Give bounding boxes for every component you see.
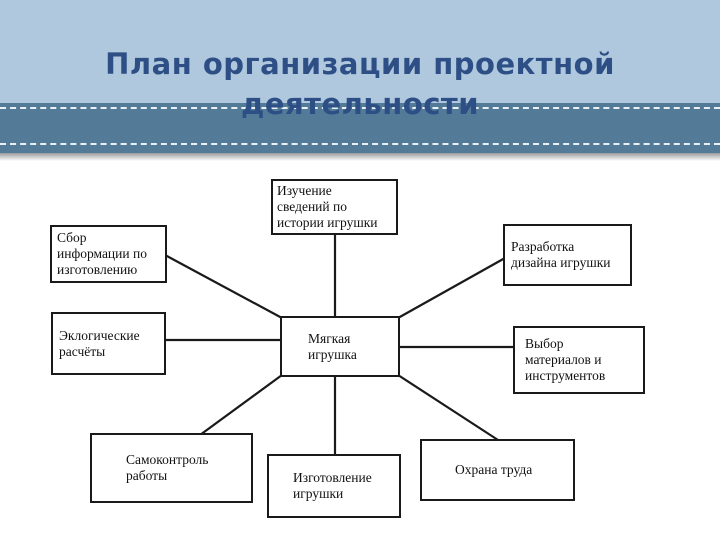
node-eco: Эклогические расчёты [51, 312, 166, 375]
band-shadow [0, 153, 720, 161]
title-area [0, 0, 720, 103]
center-node: Мягкая игрушка [280, 316, 400, 377]
node-safety: Охрана труда [420, 439, 575, 501]
center-node-label: Мягкая игрушка [308, 330, 357, 362]
node-materials: Выбор материалов и инструментов [513, 326, 645, 394]
band-dashed-line-bottom [0, 143, 720, 145]
node-info: Сбор информации по изготовлению [50, 225, 167, 283]
node-making-label: Изготовление игрушки [293, 470, 372, 501]
node-materials-label: Выбор материалов и инструментов [525, 336, 606, 383]
connector-design [397, 257, 506, 319]
node-design-label: Разработка дизайна игрушки [511, 239, 611, 270]
node-selfcontrol-label: Самоконтроль работы [126, 452, 209, 483]
slide-title: План организации проектной деятельности [105, 47, 615, 121]
node-history-label: Изучение сведений по истории игрушки [277, 183, 378, 230]
node-info-label: Сбор информации по изготовлению [57, 230, 147, 277]
node-selfcontrol: Самоконтроль работы [90, 433, 253, 503]
node-history: Изучение сведений по истории игрушки [271, 179, 398, 235]
connector-selfcontrol [199, 374, 283, 436]
connector-info [164, 254, 283, 319]
node-safety-label: Охрана труда [455, 462, 533, 477]
band-dashed-line-top [0, 107, 720, 109]
node-eco-label: Эклогические расчёты [59, 327, 140, 359]
node-design: Разработка дизайна игрушки [503, 224, 632, 286]
connector-safety [397, 374, 499, 441]
node-making: Изготовление игрушки [267, 454, 401, 518]
